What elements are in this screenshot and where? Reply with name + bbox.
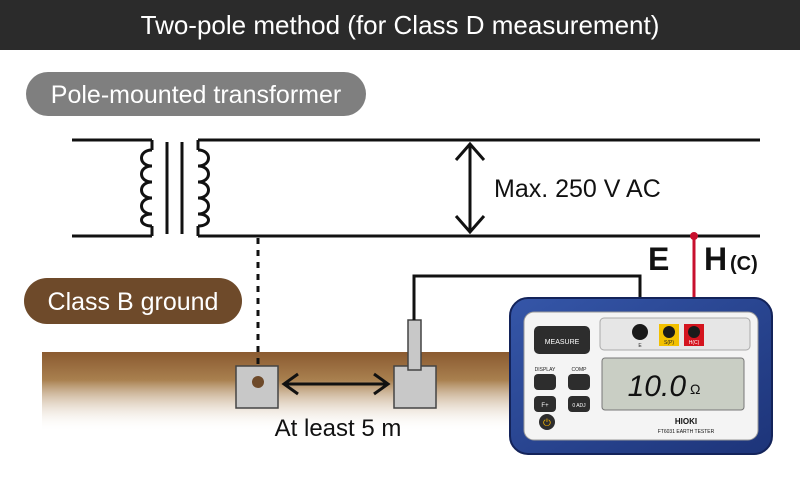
transformer-coils-icon <box>140 142 210 234</box>
lcd-display <box>601 357 745 411</box>
function-button-label: F+ <box>541 403 549 409</box>
tester-brand: HIOKI <box>675 417 697 426</box>
terminal-h-label: H <box>704 241 727 277</box>
terminal-h-jack-label: H(C) <box>689 340 700 346</box>
class-b-label: Class B ground <box>48 288 219 316</box>
terminal-h-hole <box>688 326 700 338</box>
comp-button[interactable] <box>568 374 590 390</box>
voltage-arrow <box>454 141 486 235</box>
transformer-badge <box>26 72 366 116</box>
zero-adj-button-label: 0 ADJ <box>572 403 586 409</box>
electrode-contact-icon <box>252 376 264 388</box>
terminal-s-jack-label: S(P) <box>664 340 674 346</box>
zero-adj-button[interactable] <box>568 396 590 412</box>
terminal-e-label: E <box>648 241 669 277</box>
terminal-h-sub-label: (C) <box>730 253 758 275</box>
measure-button[interactable] <box>534 326 590 354</box>
transformer-wiring <box>72 138 760 238</box>
tester-model: FT6031 EARTH TESTER <box>658 429 715 435</box>
lcd-reading: 10.0 <box>628 370 687 403</box>
lcd-unit: Ω <box>690 381 700 397</box>
display-button-label: DISPLAY <box>535 367 556 373</box>
earth-tester-device: MEASURE DISPLAY COMP F+ 0 ADJ ⏻ E S(P) H… <box>509 297 773 455</box>
distance-arrow <box>281 372 391 396</box>
transformer-label: Pole-mounted transformer <box>51 81 341 109</box>
class-b-electrode <box>235 365 279 409</box>
distance-label: At least 5 m <box>275 415 402 442</box>
display-button[interactable] <box>534 374 556 390</box>
header-title: Two-pole method (for Class D measurement… <box>141 10 660 40</box>
terminal-e-jack[interactable] <box>632 324 648 340</box>
header-bar <box>0 0 800 50</box>
power-button[interactable] <box>539 414 555 430</box>
auxiliary-rod <box>407 319 422 371</box>
terminal-e-jack-label: E <box>638 343 642 349</box>
comp-button-label: COMP <box>572 367 588 373</box>
voltage-label: Max. 250 V AC <box>494 175 661 203</box>
function-button[interactable] <box>534 396 556 412</box>
measure-button-label: MEASURE <box>545 339 580 346</box>
auxiliary-electrode <box>393 365 437 409</box>
terminal-s-hole <box>663 326 675 338</box>
class-b-badge <box>24 278 242 324</box>
h-connection-dot <box>690 232 698 240</box>
power-icon: ⏻ <box>543 418 551 429</box>
